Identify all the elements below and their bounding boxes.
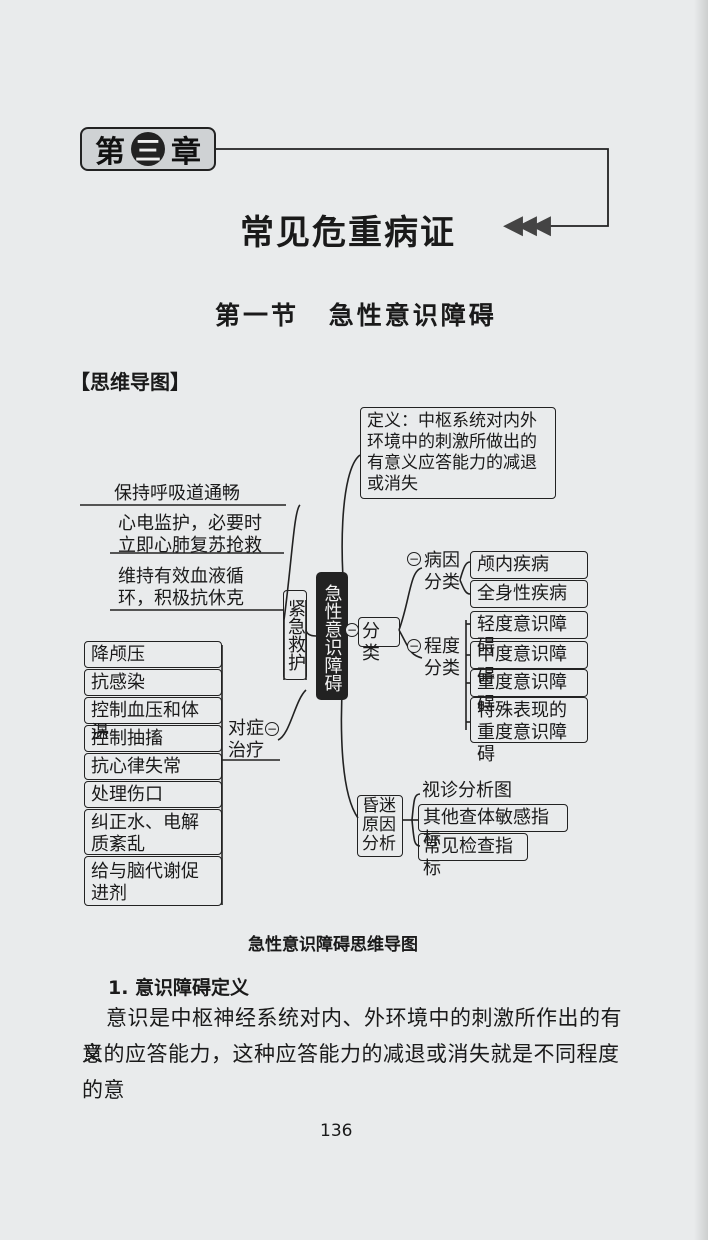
emergency-item: 维持有效血液循环，积极抗休克: [118, 566, 244, 609]
chapter-prefix: 第: [95, 135, 125, 170]
treatment-item: 抗心律失常: [84, 753, 222, 780]
treatment-item: 给与脑代谢促进剂: [84, 856, 222, 906]
paragraph-line: 意识是中枢神经系统对内、外环境中的刺激所作出的有意: [82, 1006, 622, 1066]
section-title: 第一节 急性意识障碍: [215, 301, 497, 330]
treatment-item: 纠正水、电解质紊乱: [84, 809, 222, 855]
coma-item: 常见检查指标: [418, 833, 528, 879]
coma-item: 视诊分析图: [422, 780, 512, 801]
treatment-node: 对症治疗: [228, 718, 264, 761]
etiology-item: 全身性疾病: [470, 580, 588, 608]
page-edge-shadow: [694, 0, 708, 1240]
coma-item: 其他查体敏感指标: [418, 804, 568, 850]
chapter-bracket-line: [216, 148, 609, 227]
collapse-icon: −: [407, 552, 421, 566]
chapter-number: 三: [131, 132, 165, 167]
figure-caption: 急性意识障碍思维导图: [248, 935, 418, 955]
mindmap-center-node: 急性意识障碍: [316, 572, 348, 700]
chapter-badge: 第 三 章: [80, 127, 216, 171]
collapse-icon: −: [345, 623, 359, 637]
double-arrow-left-icon: ◀◀◀: [503, 210, 551, 240]
treatment-item: 控制抽搐: [84, 725, 222, 752]
emergency-node: 紧急救护: [283, 590, 307, 680]
chapter-suffix: 章: [171, 135, 201, 170]
classification-node: 分类: [358, 617, 400, 664]
page-number: 136: [320, 1121, 353, 1141]
subheading: 1. 意识障碍定义: [108, 977, 250, 999]
treatment-item: 降颅压: [84, 641, 222, 668]
degree-node: 程度分类: [424, 636, 460, 679]
treatment-item: 处理伤口: [84, 781, 222, 808]
definition-box: 定义：中枢系统对内外环境中的刺激所做出的有意义应答能力的减退或消失: [360, 407, 556, 499]
emergency-item: 保持呼吸道通畅: [114, 483, 240, 504]
chapter-title: 常见危重病证: [240, 213, 456, 253]
collapse-icon: −: [407, 639, 421, 653]
paragraph-line: 义的应答能力，这种应答能力的减退或消失就是不同程度的意: [82, 1042, 620, 1102]
treatment-item: 抗感染: [84, 669, 222, 696]
mindmap-heading: 【思维导图】: [70, 370, 190, 394]
degree-item: 轻度意识障碍: [470, 611, 588, 657]
coma-analysis-node: 昏迷原因分析: [357, 795, 403, 857]
emergency-item: 心电监护，必要时立即心肺复苏抢救: [118, 513, 262, 556]
treatment-item: 控制血压和体温: [84, 697, 222, 743]
etiology-node: 病因分类: [424, 550, 460, 593]
collapse-icon: −: [265, 722, 279, 736]
etiology-item: 颅内疾病: [470, 551, 588, 579]
degree-item: 特殊表现的重度意识障碍: [470, 697, 588, 765]
degree-item: 中度意识障碍: [470, 641, 588, 687]
degree-item: 重度意识障碍: [470, 669, 588, 715]
